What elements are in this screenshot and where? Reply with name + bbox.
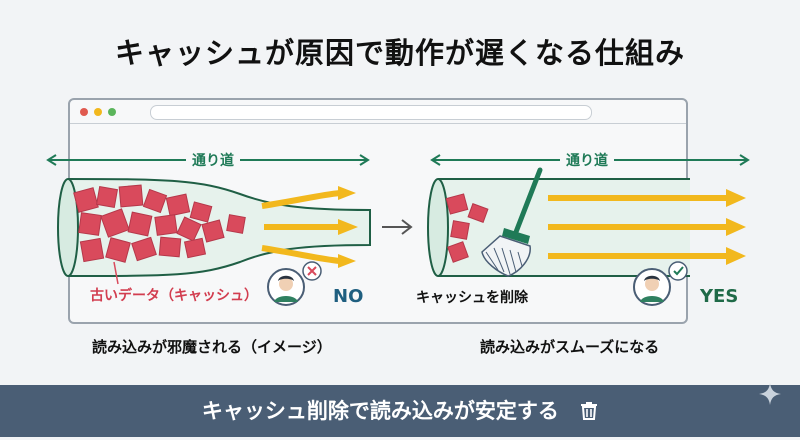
maximize-dot-icon xyxy=(108,108,116,116)
left-flow-arrows xyxy=(261,186,358,268)
check-badge-icon xyxy=(668,261,688,281)
delete-cache-label: キャッシュを削除 xyxy=(416,290,528,306)
cache-block xyxy=(189,201,213,223)
right-flow-arrows xyxy=(548,189,746,265)
cache-block xyxy=(73,187,99,213)
flow-arrow xyxy=(548,195,728,201)
cache-block xyxy=(118,184,144,208)
minimize-dot-icon xyxy=(94,108,102,116)
right-road-label: 通り道 xyxy=(560,150,614,170)
close-dot-icon xyxy=(80,108,88,116)
cache-blocks xyxy=(73,184,246,263)
flow-arrow-head xyxy=(338,186,356,200)
footer-banner: キャッシュ削除で読み込みが安定する xyxy=(0,383,800,440)
flow-arrow xyxy=(548,253,728,259)
cache-block xyxy=(142,188,168,214)
browser-toolbar xyxy=(70,100,686,124)
cache-block xyxy=(158,236,182,258)
cache-block xyxy=(226,214,246,234)
removed-cache-blocks xyxy=(445,193,489,263)
footer-text: キャッシュ削除で読み込みが安定する xyxy=(201,399,559,423)
cache-block xyxy=(105,237,131,263)
cache-block xyxy=(445,193,469,215)
cache-block xyxy=(131,236,157,262)
trash-icon xyxy=(580,388,598,440)
cache-block xyxy=(165,193,191,217)
left-road-label: 通り道 xyxy=(186,150,240,170)
flow-arrow-head xyxy=(726,218,746,236)
cache-block xyxy=(127,211,153,237)
avatar-no xyxy=(267,261,322,306)
cache-block xyxy=(78,212,102,236)
cache-block xyxy=(450,220,470,240)
flow-arrow-head xyxy=(726,247,746,265)
flow-arrow-head xyxy=(338,219,358,235)
flow-arrow xyxy=(548,224,728,230)
cache-block xyxy=(95,185,119,209)
status-yes: YES xyxy=(700,286,739,307)
cache-block xyxy=(100,208,130,238)
flow-arrow-head xyxy=(726,189,746,207)
cache-block xyxy=(183,237,207,259)
avatar-yes xyxy=(633,261,688,306)
address-bar xyxy=(150,105,592,120)
broom-icon xyxy=(481,167,543,277)
transition-arrow xyxy=(382,219,413,235)
old-data-label: 古いデータ（キャッシュ） xyxy=(88,285,260,305)
cache-block xyxy=(447,241,469,263)
sparkle-icon xyxy=(758,373,782,425)
cache-block xyxy=(201,219,225,243)
left-caption: 読み込みが邪魔される（イメージ） xyxy=(92,338,332,356)
old-data-pointer xyxy=(113,261,119,285)
page-title: キャッシュが原因で動作が遅くなる仕組み xyxy=(114,36,685,70)
cache-block xyxy=(176,216,202,242)
flow-arrow-head xyxy=(338,254,356,268)
cache-block xyxy=(154,214,178,236)
cache-block xyxy=(79,237,105,263)
status-no: NO xyxy=(333,286,364,307)
flow-arrow xyxy=(261,190,341,209)
flow-arrow xyxy=(261,245,341,264)
right-caption: 読み込みがスムーズになる xyxy=(480,338,660,356)
cache-block xyxy=(467,203,489,223)
